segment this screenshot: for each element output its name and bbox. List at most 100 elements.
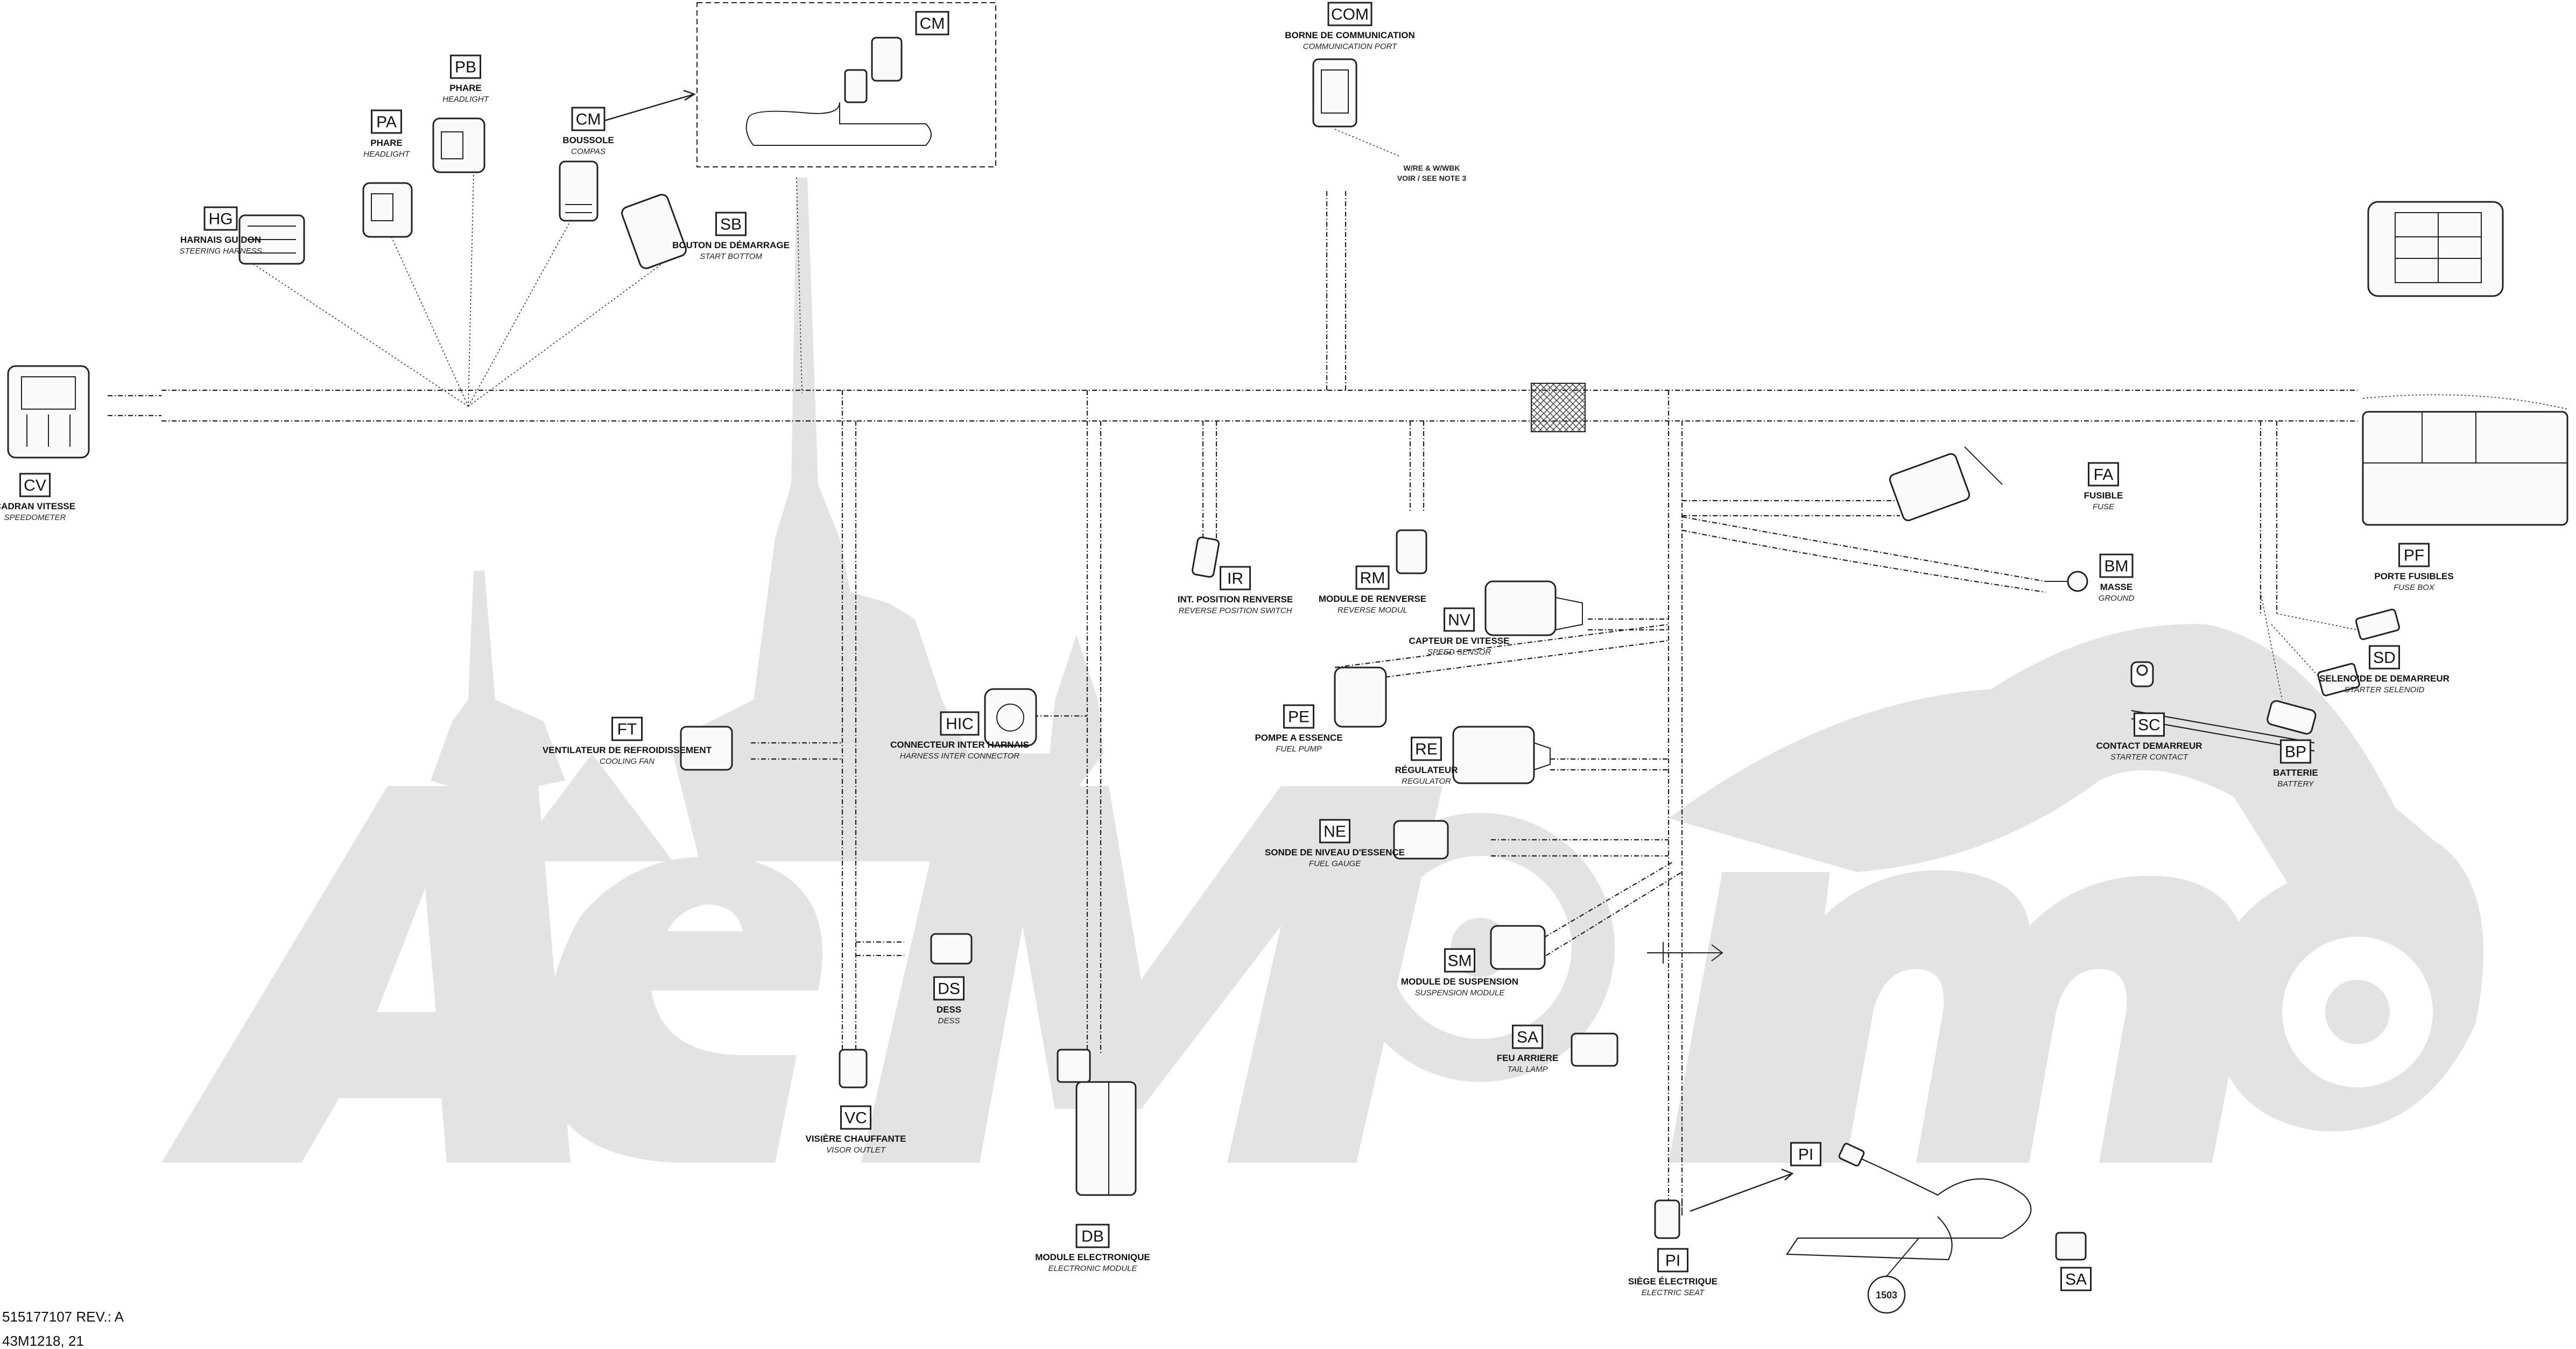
compas-detail-frame xyxy=(696,2,996,167)
starter-contact-connector xyxy=(2130,661,2154,687)
component-label-fr: MASSE xyxy=(2100,582,2132,592)
component-label-fr: PORTE FUSIBLES xyxy=(2374,571,2453,581)
component-label-fr: CAPTEUR DE VITESSE xyxy=(1409,636,1509,646)
component-label-en: FUSE xyxy=(2093,502,2115,511)
main-harness xyxy=(108,383,2357,432)
fastener xyxy=(1647,942,1723,964)
component-code: SD xyxy=(2373,649,2396,667)
component-code: FT xyxy=(617,721,637,739)
starter-solenoid-connector xyxy=(2317,663,2360,697)
component-code: SB xyxy=(720,216,742,234)
code-box xyxy=(2088,462,2119,487)
component-label-fr: CONTACT DEMARREUR xyxy=(2096,741,2202,751)
code-box xyxy=(2280,739,2311,764)
code-box xyxy=(2060,1267,2092,1291)
component-code: CM xyxy=(920,15,945,33)
code-box xyxy=(1657,1248,1688,1273)
reverse-module-connector xyxy=(1396,529,1427,574)
component-code: PE xyxy=(1288,708,1310,726)
component-code: SC xyxy=(2138,716,2160,734)
component-code: PF xyxy=(2404,547,2424,565)
part-number: 515177107 REV.: A xyxy=(2,1309,124,1325)
component-label-en: SPEED SENSOR xyxy=(1427,648,1491,657)
component-label-fr: HARNAIS GUIDON xyxy=(180,235,261,245)
component-code: VC xyxy=(844,1109,867,1127)
component-label-fr: SELENOIDE DE DEMARREUR xyxy=(2319,673,2450,684)
electronic-module-connector xyxy=(1057,1049,1137,1196)
dess-connector xyxy=(930,933,973,965)
component-label-sa: SA FEU ARRIERE TAIL LAMP xyxy=(1497,1024,1559,1074)
component-code: SA xyxy=(1517,1029,1538,1046)
component-label-en: COMPAS xyxy=(571,147,606,156)
code-box xyxy=(2099,553,2134,578)
component-code: DB xyxy=(1081,1228,1104,1246)
component-label-pi: PI xyxy=(1790,1142,1821,1167)
code-box xyxy=(19,473,51,497)
component-label-en: BATTERY xyxy=(2277,779,2314,789)
headlight-a-connector xyxy=(362,182,413,238)
code-box xyxy=(1319,819,1350,844)
component-label-fr: SONDE DE NIVEAU D'ESSENCE xyxy=(1265,847,1405,858)
code-box xyxy=(1220,566,1251,591)
component-label-en: SPEEDOMETER xyxy=(4,513,66,522)
component-label-en: REVERSE MODUL xyxy=(1338,606,1407,615)
component-label-en: GROUND xyxy=(2099,594,2135,603)
code-box xyxy=(1355,565,1390,590)
code-box xyxy=(371,109,402,134)
code-box xyxy=(940,711,980,736)
component-code: BM xyxy=(2105,558,2129,575)
component-label-en: SUSPENSION MODULE xyxy=(1415,988,1505,997)
component-label-fr: MODULE DE RENVERSE xyxy=(1319,594,1426,604)
component-code: CV xyxy=(24,477,46,495)
code-box xyxy=(450,54,481,79)
code-box xyxy=(915,11,949,36)
component-label-en: STEERING HARNESS xyxy=(179,247,262,256)
speed-sensor-connector xyxy=(1484,580,1583,636)
component-label-fr: POMPE A ESSENCE xyxy=(1255,733,1342,743)
component-label-en: REGULATOR xyxy=(1402,777,1451,786)
component-label-bm: BM MASSE GROUND xyxy=(2099,553,2135,603)
component-code: SM xyxy=(1448,952,1472,970)
code-box xyxy=(2134,712,2165,737)
code-box xyxy=(2369,645,2400,670)
component-label-fr: VISIÈRE CHAUFFANTE xyxy=(805,1134,906,1144)
code-box xyxy=(1444,607,1475,632)
code-box xyxy=(1411,736,1442,761)
circle-reference-label: 1503 xyxy=(1876,1290,1897,1301)
component-label-fr: VENTILATEUR DE REFROIDISSEMENT xyxy=(543,745,712,755)
component-label-fr: PHARE xyxy=(370,138,403,148)
component-label-fr: MODULE ELECTRONIQUE xyxy=(1035,1252,1150,1262)
component-label-fr: BORNE DE COMMUNICATION xyxy=(1285,30,1414,40)
see-note-label: W/RE & W/WBK xyxy=(1404,164,1460,172)
code-box xyxy=(840,1105,871,1130)
code-box xyxy=(1790,1142,1821,1167)
code-box xyxy=(715,212,747,236)
component-label-cm: CM xyxy=(915,11,949,36)
fuel-gauge-connector xyxy=(1393,820,1449,860)
component-code: COM xyxy=(1331,6,1369,24)
component-label-en: TAIL LAMP xyxy=(1507,1065,1547,1074)
component-code: RM xyxy=(1360,570,1385,587)
circle-reference xyxy=(1867,1238,1919,1314)
fuel-pump-connector xyxy=(1334,666,1387,728)
component-label-fr: CONNECTEUR INTER HARNAIS xyxy=(890,740,1029,750)
component-label-en: REVERSE POSITION SWITCH xyxy=(1179,606,1292,615)
see-note-label-2: VOIR / SEE NOTE 3 xyxy=(1397,174,1467,182)
component-code: HIC xyxy=(946,715,974,733)
component-label-fr: FEU ARRIERE xyxy=(1497,1053,1559,1063)
component-code: BP xyxy=(2285,743,2306,761)
